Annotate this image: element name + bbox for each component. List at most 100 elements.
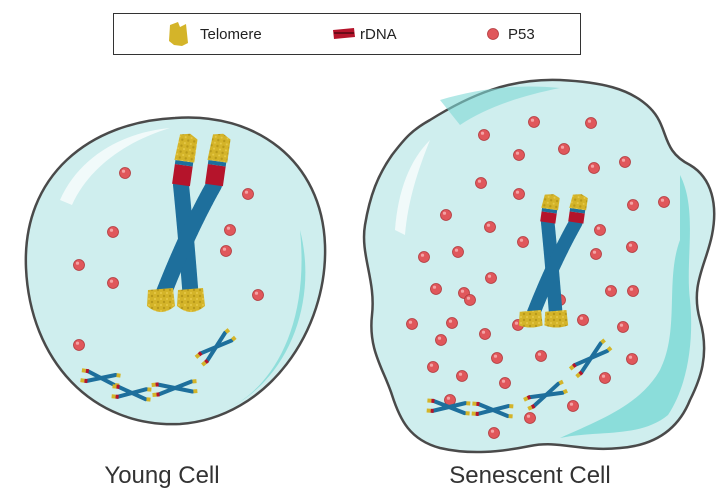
p53-dot-highlight — [226, 226, 231, 230]
telomere-cap — [541, 194, 560, 211]
p53-dot — [73, 339, 85, 351]
p53-dot — [499, 377, 511, 389]
rdna-band — [205, 163, 226, 187]
p53-dot-highlight — [222, 247, 227, 251]
p53-dot-highlight — [487, 274, 492, 278]
p53-dot — [485, 272, 497, 284]
telomere-cap — [174, 133, 198, 163]
legend-label-p53: P53 — [508, 25, 535, 43]
p53-dot — [513, 149, 525, 161]
chromosome-arm — [523, 215, 583, 328]
p53-dot-highlight — [460, 289, 465, 293]
p53-dot — [513, 188, 525, 200]
p53-dot-highlight — [448, 319, 453, 323]
p53-dot — [418, 251, 430, 263]
p53-dot-highlight — [244, 190, 249, 194]
senescent-cell-highlight — [395, 140, 430, 235]
senescent-cell-caption: Senescent Cell — [449, 462, 611, 489]
senescent-p53-group — [406, 116, 670, 439]
p53-dot-highlight — [596, 226, 601, 230]
p53-dot — [594, 224, 606, 236]
telomere-cap — [147, 288, 175, 313]
p53-dot-highlight — [501, 379, 506, 383]
p53-dot — [475, 177, 487, 189]
p53-dot-highlight — [493, 354, 498, 358]
telomere-cap — [207, 133, 231, 163]
p53-dot-highlight — [607, 287, 612, 291]
p53-dot-highlight — [629, 287, 634, 291]
p53-dot — [619, 156, 631, 168]
p53-dot-highlight — [628, 243, 633, 247]
p53-dot — [478, 129, 490, 141]
p53-dot — [73, 259, 85, 271]
p53-dot-highlight — [515, 151, 520, 155]
small-chromosome — [426, 398, 471, 416]
telomere-cap — [569, 194, 588, 211]
p53-dot-highlight — [530, 118, 535, 122]
p53-dot-highlight — [432, 285, 437, 289]
p53-dot-highlight — [466, 296, 471, 300]
p53-dot-highlight — [408, 320, 413, 324]
p53-dot — [224, 224, 236, 236]
legend-item-rdna: rDNA — [332, 14, 397, 54]
p53-dot — [430, 283, 442, 295]
p53-dot — [107, 277, 119, 289]
p53-dot — [491, 352, 503, 364]
p53-dot — [588, 162, 600, 174]
small-chromosome — [194, 328, 237, 367]
p53-dot — [435, 334, 447, 346]
p53-dot — [488, 427, 500, 439]
p53-dot-highlight — [109, 279, 114, 283]
chromosome-band — [569, 207, 586, 214]
p53-dot — [452, 246, 464, 258]
p53-dot-highlight — [621, 158, 626, 162]
senescent-cell — [362, 78, 716, 454]
p53-dot-highlight — [629, 201, 634, 205]
senescent-cell-inner-shade-2 — [440, 86, 560, 125]
p53-dot — [446, 317, 458, 329]
legend-item-telomere: Telomere — [166, 14, 262, 54]
p53-dot — [242, 188, 254, 200]
p53-dot-highlight — [514, 321, 519, 325]
p53-dot-highlight — [121, 169, 126, 173]
young-cell-highlight — [60, 128, 170, 205]
p53-dot-highlight — [454, 248, 459, 252]
p53-dot-highlight — [75, 261, 80, 265]
small-chromosome — [523, 379, 568, 411]
p53-dot-highlight — [628, 355, 633, 359]
telomere-cap — [544, 310, 569, 328]
p53-dot-highlight — [592, 250, 597, 254]
p53-dot — [479, 328, 491, 340]
p53-dot-highlight — [490, 429, 495, 433]
small-chromosome — [471, 401, 514, 419]
p53-dot-highlight — [537, 352, 542, 356]
small-chromosome — [80, 368, 121, 388]
p53-dot-highlight — [420, 253, 425, 257]
p53-dot — [558, 143, 570, 155]
p53-dot-highlight — [569, 402, 574, 406]
p53-dot-highlight — [75, 341, 80, 345]
p53-dot — [517, 236, 529, 248]
legend-label-rdna: rDNA — [360, 25, 397, 43]
p53-dot-highlight — [442, 211, 447, 215]
p53-dot — [107, 226, 119, 238]
rdna-icon — [333, 28, 355, 39]
p53-dot-highlight — [587, 119, 592, 123]
senescent-large-chromosome — [518, 194, 588, 328]
telomere-cap — [518, 310, 543, 328]
chromosome-arm — [153, 177, 222, 308]
p53-dot — [119, 167, 131, 179]
p53-dot-highlight — [619, 323, 624, 327]
rdna-band — [172, 163, 193, 187]
chromosome-band — [174, 159, 194, 167]
telomere-cap — [177, 288, 205, 313]
p53-dot — [567, 400, 579, 412]
p53-dot-highlight — [601, 374, 606, 378]
p53-dot-highlight — [526, 414, 531, 418]
p53-dot-highlight — [254, 291, 259, 295]
p53-dot-highlight — [660, 198, 665, 202]
p53-dot — [440, 209, 452, 221]
p53-dot-highlight — [590, 164, 595, 168]
chromosome-band — [207, 159, 227, 167]
